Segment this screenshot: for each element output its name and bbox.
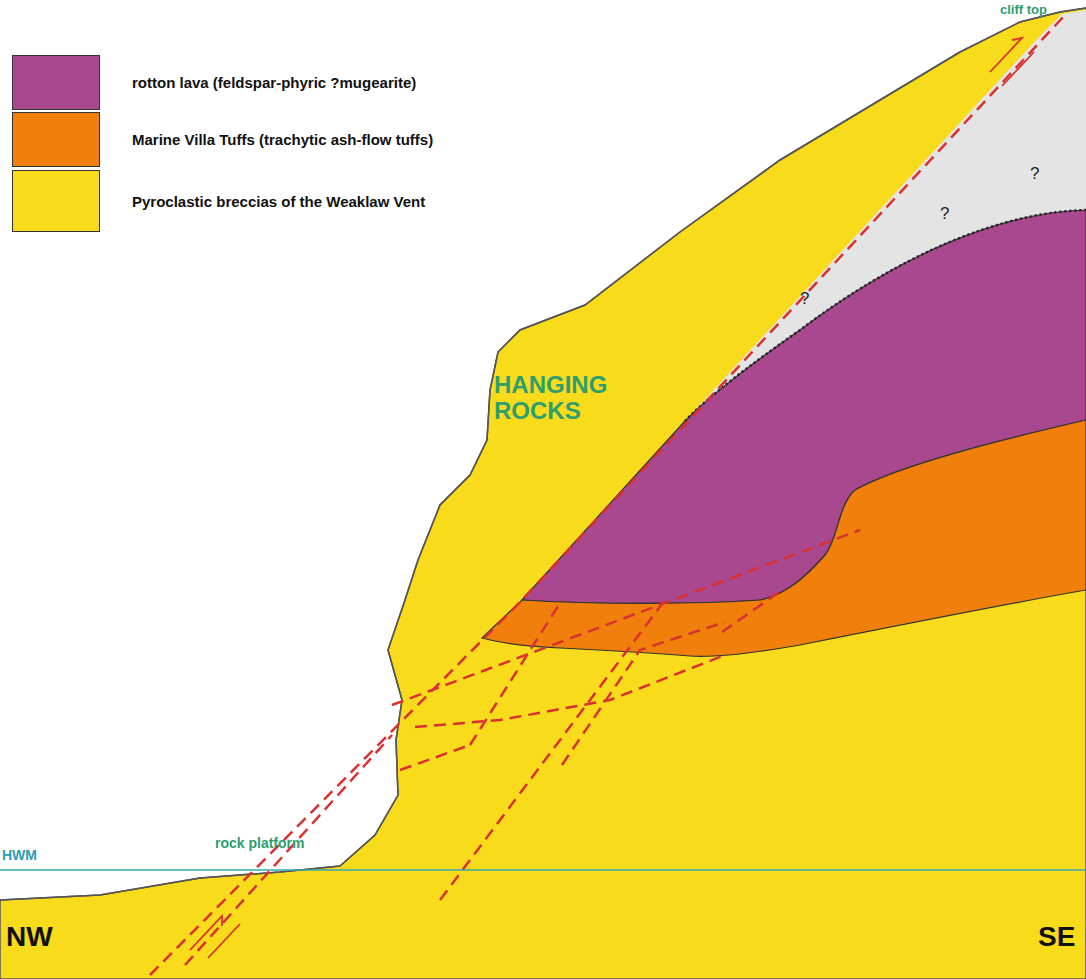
- tide-label: HWM: [2, 848, 37, 863]
- legend-swatch: [12, 170, 100, 232]
- place-name: HANGING ROCKS: [494, 372, 634, 425]
- ground-surface: [0, 8, 1086, 900]
- direction-label: NW: [6, 922, 53, 953]
- query-mark: ?: [940, 205, 949, 224]
- hwm-line: [0, 869, 1086, 871]
- faults: [150, 15, 1065, 975]
- legend-swatch: [12, 55, 100, 110]
- legend-text: rotton lava (feldspar-phyric ?mugearite): [132, 74, 416, 91]
- movement-arrows: [190, 38, 1034, 958]
- legend-text: Pyroclastic breccias of the Weaklaw Vent: [132, 193, 425, 210]
- breccia-body: [0, 8, 1086, 979]
- query-mark: ?: [1030, 165, 1039, 184]
- legend-swatch: [12, 112, 100, 167]
- dotted-contact: [685, 210, 1086, 421]
- legend-text: Marine Villa Tuffs (trachytic ash-flow t…: [132, 131, 433, 148]
- tuff-unit: [482, 420, 1086, 656]
- location-label: rock platform: [215, 836, 304, 851]
- location-label: cliff top: [1000, 3, 1047, 17]
- direction-label: SE: [1038, 922, 1075, 953]
- query-mark: ?: [800, 290, 809, 309]
